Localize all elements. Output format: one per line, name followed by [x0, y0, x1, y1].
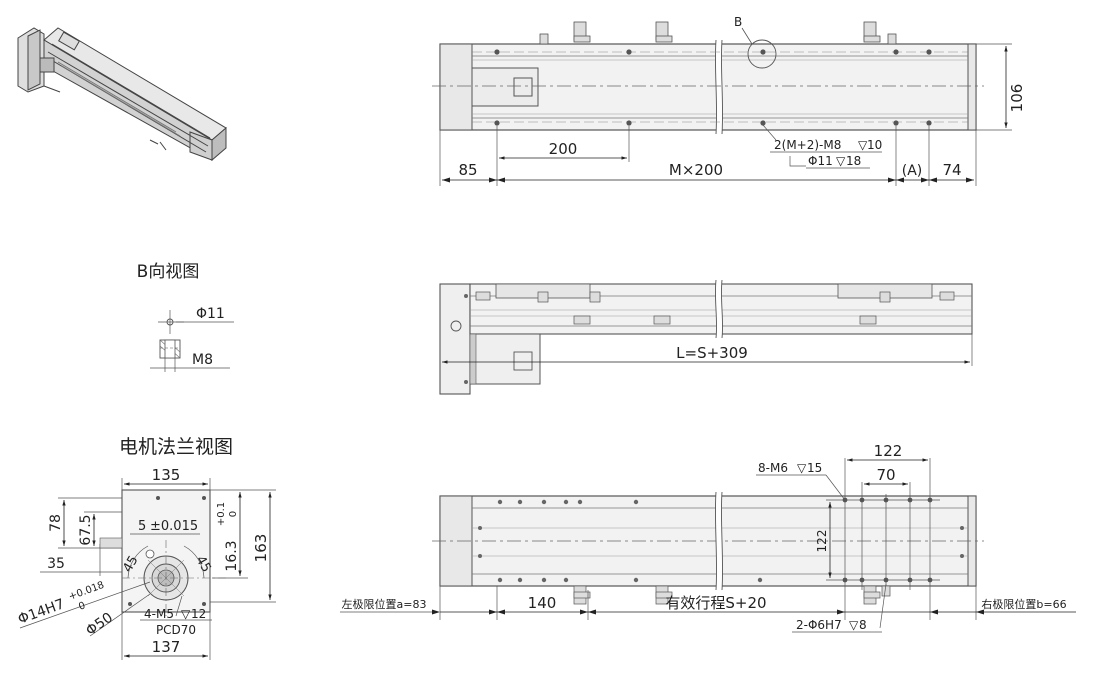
dim-78: 78	[48, 514, 64, 532]
flange-view: 电机法兰视图 135 78 67.5 5 ±0.015 16.3	[16, 436, 276, 660]
b-view-m8: M8	[192, 352, 213, 368]
side-view: L=S+309	[439, 279, 973, 395]
flange-view-title: 电机法兰视图	[119, 436, 233, 458]
right-limit-label: 右极限位置b=66	[981, 597, 1066, 611]
flange-pcd: PCD70	[156, 623, 196, 637]
b-view: B向视图 Φ11 M8	[137, 262, 234, 372]
bottom-hole-note: 8-M6	[758, 461, 788, 475]
dim-70: 70	[876, 466, 895, 484]
detail-b-circle	[747, 39, 777, 69]
dim-d50: Φ50	[83, 610, 116, 640]
dim-5: 5	[138, 519, 146, 534]
dim-a: (A)	[902, 163, 923, 179]
detail-b-label: B	[734, 15, 742, 29]
flange-bolt-depth: 12	[191, 607, 206, 621]
depth-symbol-top-hole: ▽	[858, 138, 868, 152]
dim-137: 137	[152, 638, 181, 656]
top-cbore-note: Φ11	[808, 154, 833, 168]
dim-16-3-tol-upper: +0.1	[216, 502, 227, 526]
dim-140: 140	[528, 594, 557, 612]
top-sensors	[539, 21, 897, 45]
bottom-hole-depth: 15	[807, 461, 822, 475]
depth-symbol-flange-bolt: ▽	[181, 607, 191, 621]
depth-symbol-top-cbore: ▽	[836, 154, 846, 168]
dim-163: 163	[252, 534, 270, 563]
dim-85: 85	[458, 161, 477, 179]
dim-35: 35	[47, 556, 65, 572]
b-view-d11: Φ11	[196, 306, 225, 322]
top-mount-holes	[494, 49, 932, 126]
dim-5-tol: ±0.015	[150, 519, 198, 534]
top-cbore-depth: 18	[846, 154, 861, 168]
pin-note: 2-Φ6H7	[796, 618, 842, 632]
top-hole-depth: 10	[867, 138, 882, 152]
dim-m-x-200: M×200	[669, 161, 723, 179]
dim-74: 74	[942, 161, 961, 179]
dim-16-3: 16.3	[224, 540, 240, 571]
top-hole-note: 2(M+2)-M8	[774, 138, 841, 152]
flange-bolt-note: 4-M5	[144, 607, 174, 621]
dim-122-side: 122	[815, 530, 829, 553]
dim-16-3-tol-lower: 0	[228, 511, 239, 517]
dim-200: 200	[549, 140, 578, 158]
dim-length: L=S+309	[676, 344, 748, 362]
depth-symbol-pin: ▽	[849, 618, 859, 632]
dim-d14h7-tol-lower: 0	[77, 600, 87, 613]
side-endcap	[439, 283, 471, 395]
b-view-title: B向视图	[137, 262, 200, 282]
dim-122-top: 122	[874, 442, 903, 460]
pin-depth: 8	[859, 618, 867, 632]
side-motor	[469, 333, 541, 385]
isometric-view	[17, 27, 227, 162]
dim-67-5: 67.5	[78, 514, 94, 545]
bottom-view: 122 70 8-M6 ▽ 15 122 左极限位置a=83 140 有效行程S…	[340, 442, 1076, 633]
top-slider	[471, 67, 539, 107]
left-limit-label: 左极限位置a=83	[342, 597, 427, 611]
dim-d14h7: Φ14H7	[16, 596, 67, 628]
stroke-label: 有效行程S+20	[665, 594, 766, 612]
depth-symbol-bottom-hole: ▽	[797, 461, 807, 475]
top-end-cap-left	[439, 43, 473, 131]
dim-135: 135	[152, 466, 181, 484]
dim-106: 106	[1008, 84, 1026, 113]
top-view: B 106 200 85 M×200 (A) 74 2(M+2)-M8 ▽ 10	[432, 15, 1026, 186]
